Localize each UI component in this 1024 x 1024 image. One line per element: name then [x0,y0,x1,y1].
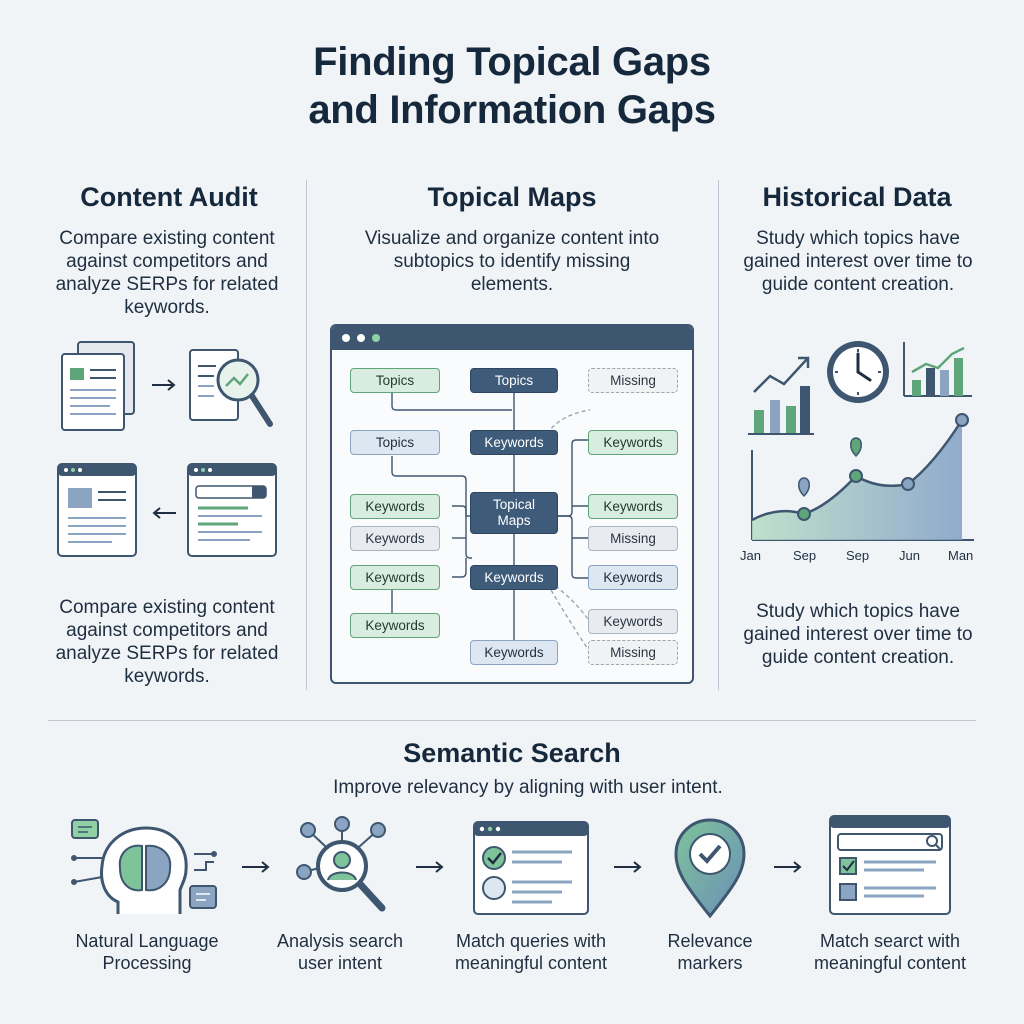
content-audit-heading: Content Audit [80,182,258,212]
checklist-window-icon [473,821,589,915]
axis-label-1: Jan [740,548,761,563]
axis-label-5: Man [948,548,974,563]
search-checklist-icon [829,815,951,915]
topical-maps-heading: Topical Maps [427,182,597,212]
step-caption-match-queries-line2: meaningful content [454,953,608,973]
user-magnifier-icon [296,816,386,912]
historical-data-description-repeat: Study which topics have gained interest … [743,601,973,668]
arrow-right-icon [774,861,802,873]
historical-data-description: Study which topics have gained interest … [743,228,973,295]
map-node-keywords-r2[interactable]: Keywords [588,494,678,519]
step-caption-relevance-line2: markers [677,953,743,973]
arrow-left-icon [152,507,176,519]
step-caption-nlp: Natural Language Processing [52,930,242,974]
map-node-topical-maps-center[interactable]: Topical Maps [470,492,558,534]
interest-area-chart [751,413,974,541]
page-title: Finding Topical Gaps and Information Gap… [0,38,1024,134]
section-divider [48,720,976,721]
semantic-search-heading: Semantic Search [403,738,621,768]
map-node-missing-2[interactable]: Missing [588,526,678,551]
axis-label-3: Sep [846,548,870,563]
content-audit-description-repeat: Compare existing content against competi… [55,597,279,687]
map-node-topics-2[interactable]: Topics [470,368,558,393]
axis-label-2: Sep [793,548,817,563]
step-caption-match-queries-line1: Match queries with [455,931,607,951]
map-node-topics-3[interactable]: Topics [350,430,440,455]
column-divider-left [306,180,307,690]
step-caption-analysis-line2: user intent [297,953,383,973]
map-window-titlebar [332,326,692,350]
map-node-missing-3[interactable]: Missing [588,640,678,665]
chart-pin-2 [850,437,862,458]
browser-window-icon [57,463,137,557]
axis-label-4: Jun [899,548,920,563]
chart-pin-1 [798,477,810,498]
small-bar-chart-icon [903,342,972,397]
map-node-keywords-l4[interactable]: Keywords [350,613,440,638]
arrow-right-icon [242,861,270,873]
map-node-keywords-l2[interactable]: Keywords [350,526,440,551]
map-node-keywords-r1[interactable]: Keywords [588,430,678,455]
semantic-search-description: Improve relevancy by aligning with user … [333,777,723,798]
step-caption-nlp-line1: Natural Language [75,931,219,951]
topical-map-window: Topics Topics Missing Topics Keywords Ke… [330,324,694,684]
title-line-1: Finding Topical Gaps [313,40,711,84]
bar-chart-trend-icon [748,356,814,435]
step-caption-match-search: Match searct with meaningful content [796,930,984,974]
chart-point-1 [797,507,811,521]
map-node-keywords-l1[interactable]: Keywords [350,494,440,519]
clock-icon [827,341,889,403]
step-caption-relevance: Relevance markers [640,930,780,974]
chart-point-2 [849,469,863,483]
arrow-right-icon [614,861,642,873]
map-node-keywords-r3[interactable]: Keywords [588,565,678,590]
column-divider-right [718,180,719,690]
window-dot-1 [342,334,350,342]
map-node-keywords-l3[interactable]: Keywords [350,565,440,590]
map-node-topics-1[interactable]: Topics [350,368,440,393]
location-check-icon [674,818,746,919]
step-caption-relevance-line1: Relevance [667,931,753,951]
step-caption-match-search-line2: meaningful content [813,953,967,973]
step-caption-match-search-line1: Match searct with [819,931,961,951]
step-caption-analysis: Analysis search user intent [250,930,430,974]
content-audit-description: Compare existing content against competi… [55,228,279,318]
map-node-keywords-bottom[interactable]: Keywords [470,640,558,665]
map-node-keywords-center-top[interactable]: Keywords [470,430,558,455]
chart-point-4 [955,413,969,427]
map-node-keywords-r4[interactable]: Keywords [588,609,678,634]
map-node-missing-1[interactable]: Missing [588,368,678,393]
document-stack-icon [61,341,135,431]
window-dot-3 [372,334,380,342]
document-magnifier-icon [189,349,273,427]
arrow-right-icon [416,861,444,873]
chart-point-3 [901,477,915,491]
title-line-2: and Information Gaps [308,88,716,132]
step-caption-nlp-line2: Processing [102,953,192,973]
step-caption-match-queries: Match queries with meaningful content [436,930,626,974]
window-dot-2 [357,334,365,342]
map-node-keywords-center-bottom[interactable]: Keywords [470,565,558,590]
arrow-right-icon [152,379,176,391]
search-results-window-icon [187,463,277,557]
topical-maps-description: Visualize and organize content into subt… [364,228,660,295]
map-center-label: Topical Maps [492,497,536,528]
brain-head-icon [71,819,217,914]
step-caption-analysis-line1: Analysis search [276,931,404,951]
historical-data-heading: Historical Data [762,182,952,212]
